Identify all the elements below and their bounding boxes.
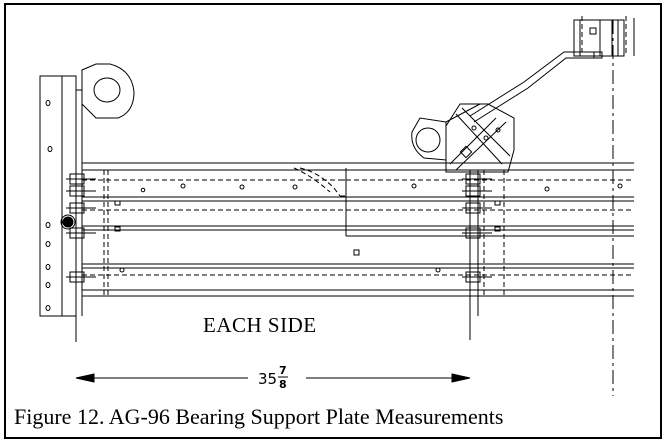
support-arm [469,51,603,123]
dimension-value: 35 7 8 [258,364,288,391]
left-bolt-stack [66,173,96,283]
hidden-lines [82,167,634,296]
left-end-plate [39,75,83,342]
rail-holes [114,183,623,273]
figure-caption: Figure 12. AG-96 Bearing Support Plate M… [14,404,504,429]
bearing-support-plate [411,103,515,173]
left-lug [81,63,135,119]
dimension-whole: 35 [258,370,277,388]
right-end-plate [462,170,492,340]
figure-frame [4,3,662,439]
upper-hidden-lines [581,16,627,56]
dimension-numerator: 7 [279,364,287,377]
upper-right-mount [573,18,635,57]
dimension-line [75,373,471,383]
frame-rails [82,162,634,297]
dimension-denominator: 8 [279,378,287,391]
view-label: EACH SIDE [203,313,317,337]
